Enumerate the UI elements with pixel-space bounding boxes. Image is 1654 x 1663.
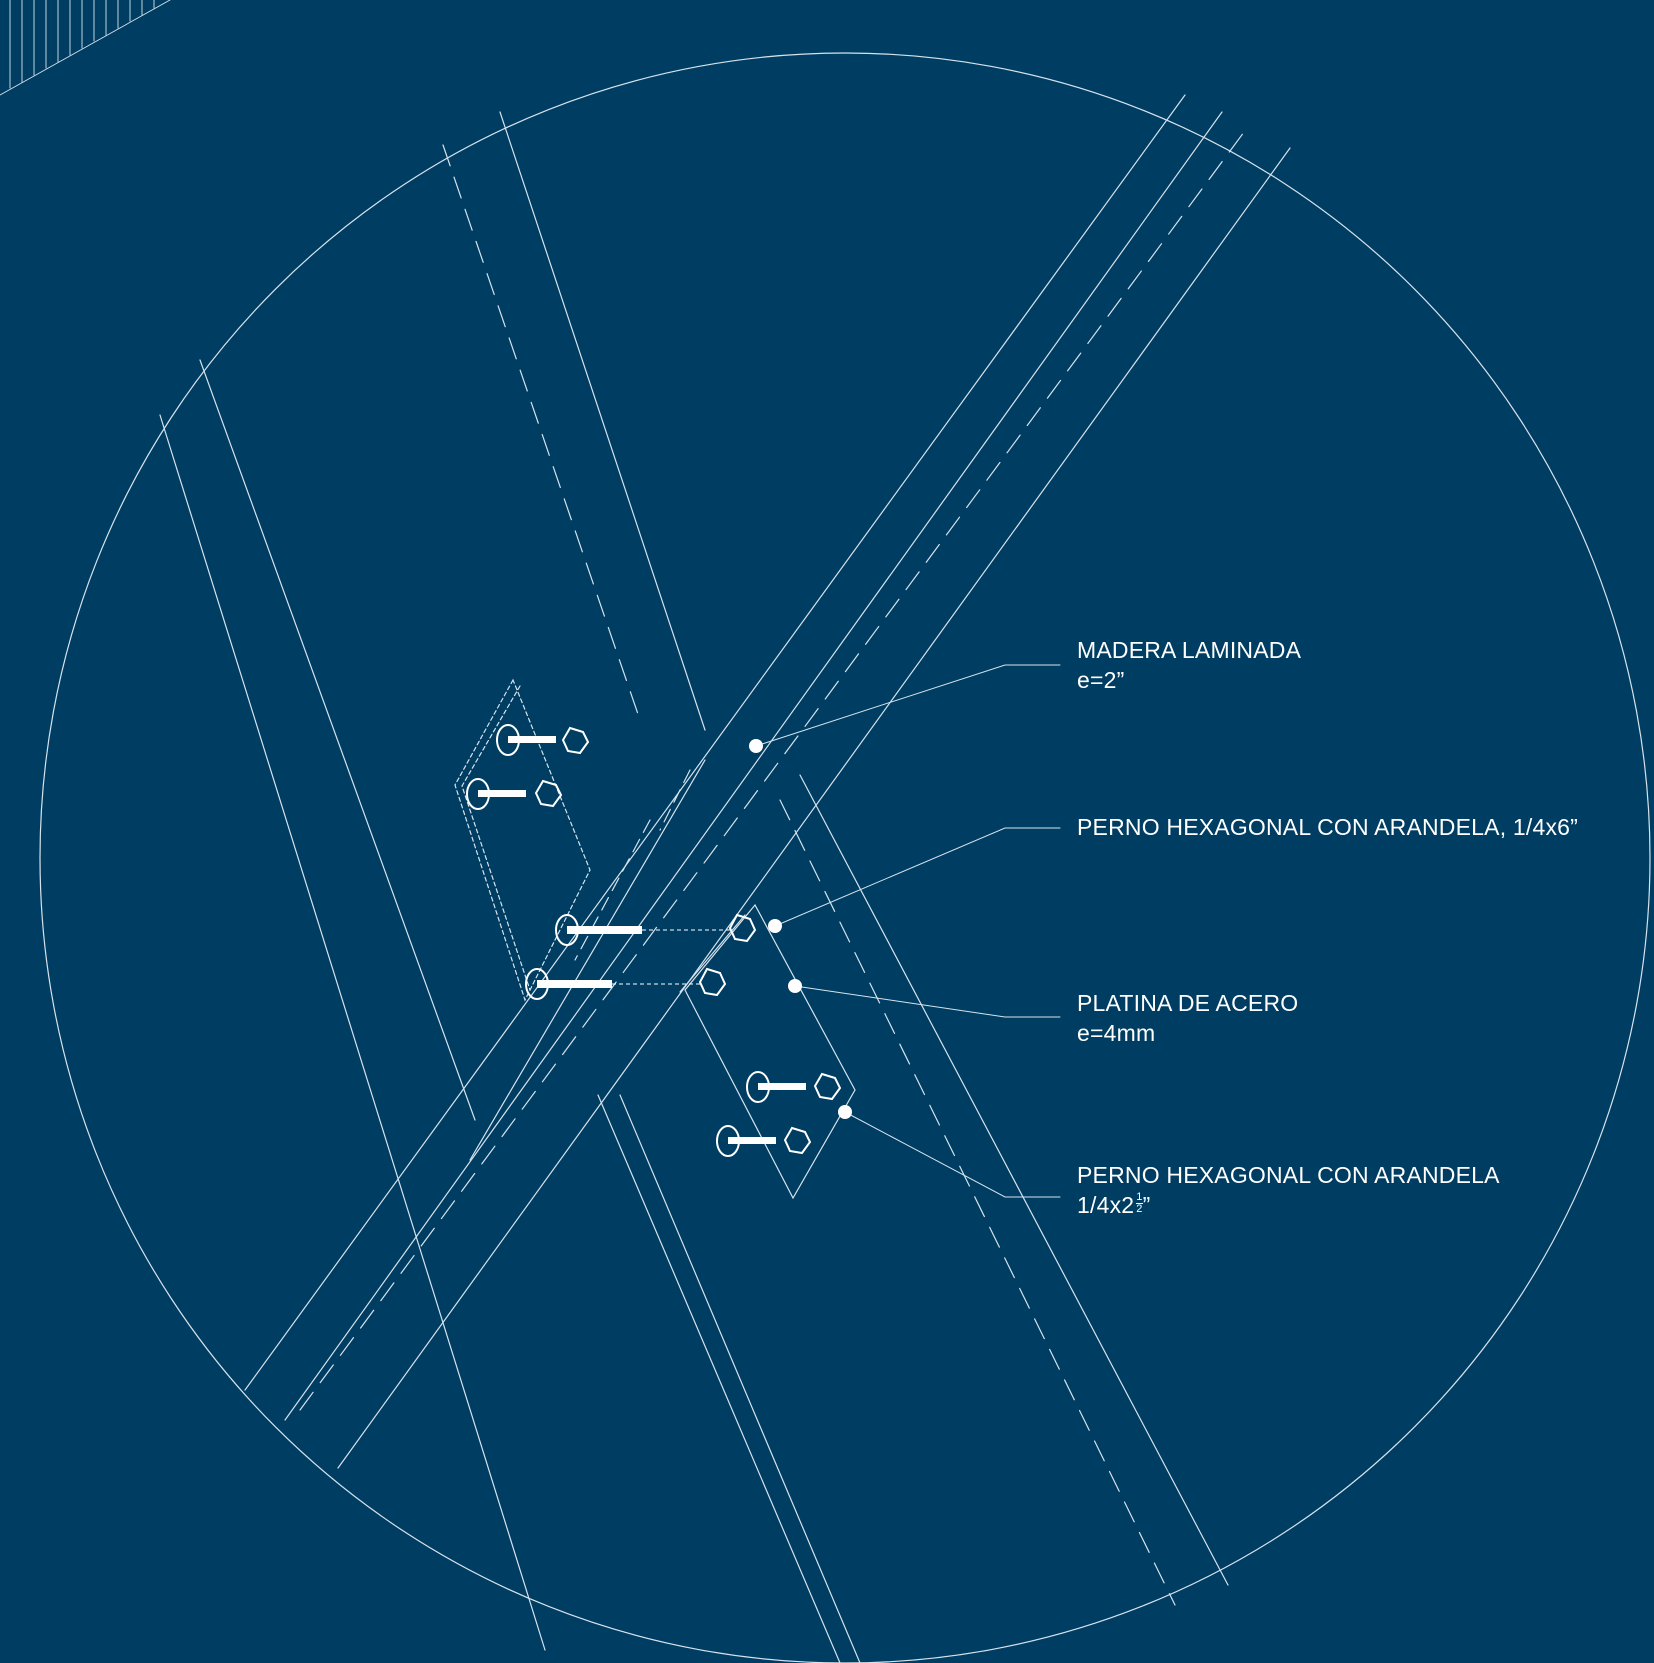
callout-3-line2: e=4mm	[1077, 1020, 1156, 1046]
fraction-denominator: 2	[1136, 1203, 1143, 1216]
callout-platina-acero: PLATINA DE ACERO e=4mm	[1077, 988, 1298, 1048]
callout-1-line2: e=2”	[1077, 667, 1125, 693]
callout-4-line1: PERNO HEXAGONAL CON ARANDELA	[1077, 1162, 1500, 1188]
callout-2-line1: PERNO HEXAGONAL CON ARANDELA, 1/4x6”	[1077, 814, 1578, 840]
callout-1-line1: MADERA LAMINADA	[1077, 637, 1302, 663]
steel-plate-rear	[454, 678, 706, 1161]
diagonal-beam-a	[244, 94, 1291, 1469]
leader-dots	[749, 739, 852, 1119]
bolt-front-2	[716, 1125, 812, 1157]
callout-4-size: 1/4x2	[1077, 1192, 1135, 1218]
corner-hatch	[0, 0, 171, 96]
leader-lines	[755, 664, 1061, 1198]
bolts	[466, 724, 842, 1157]
callout-4-suffix: ”	[1142, 1192, 1151, 1218]
callout-perno-largo: PERNO HEXAGONAL CON ARANDELA, 1/4x6”	[1077, 812, 1578, 842]
bolt-rear-1	[496, 724, 590, 756]
callout-3-line1: PLATINA DE ACERO	[1077, 990, 1299, 1016]
diagonal-beam-b	[159, 111, 1229, 1663]
steel-plate-front	[679, 903, 856, 1200]
detail-circle	[39, 52, 1651, 1663]
bolt-long-1	[555, 913, 757, 946]
bolt-rear-2	[466, 778, 563, 810]
bolt-long-2	[525, 967, 727, 1000]
callout-madera-laminada: MADERA LAMINADA e=2”	[1077, 635, 1301, 695]
bolt-front-1	[746, 1071, 842, 1103]
fraction-numerator: 1	[1136, 1191, 1143, 1204]
